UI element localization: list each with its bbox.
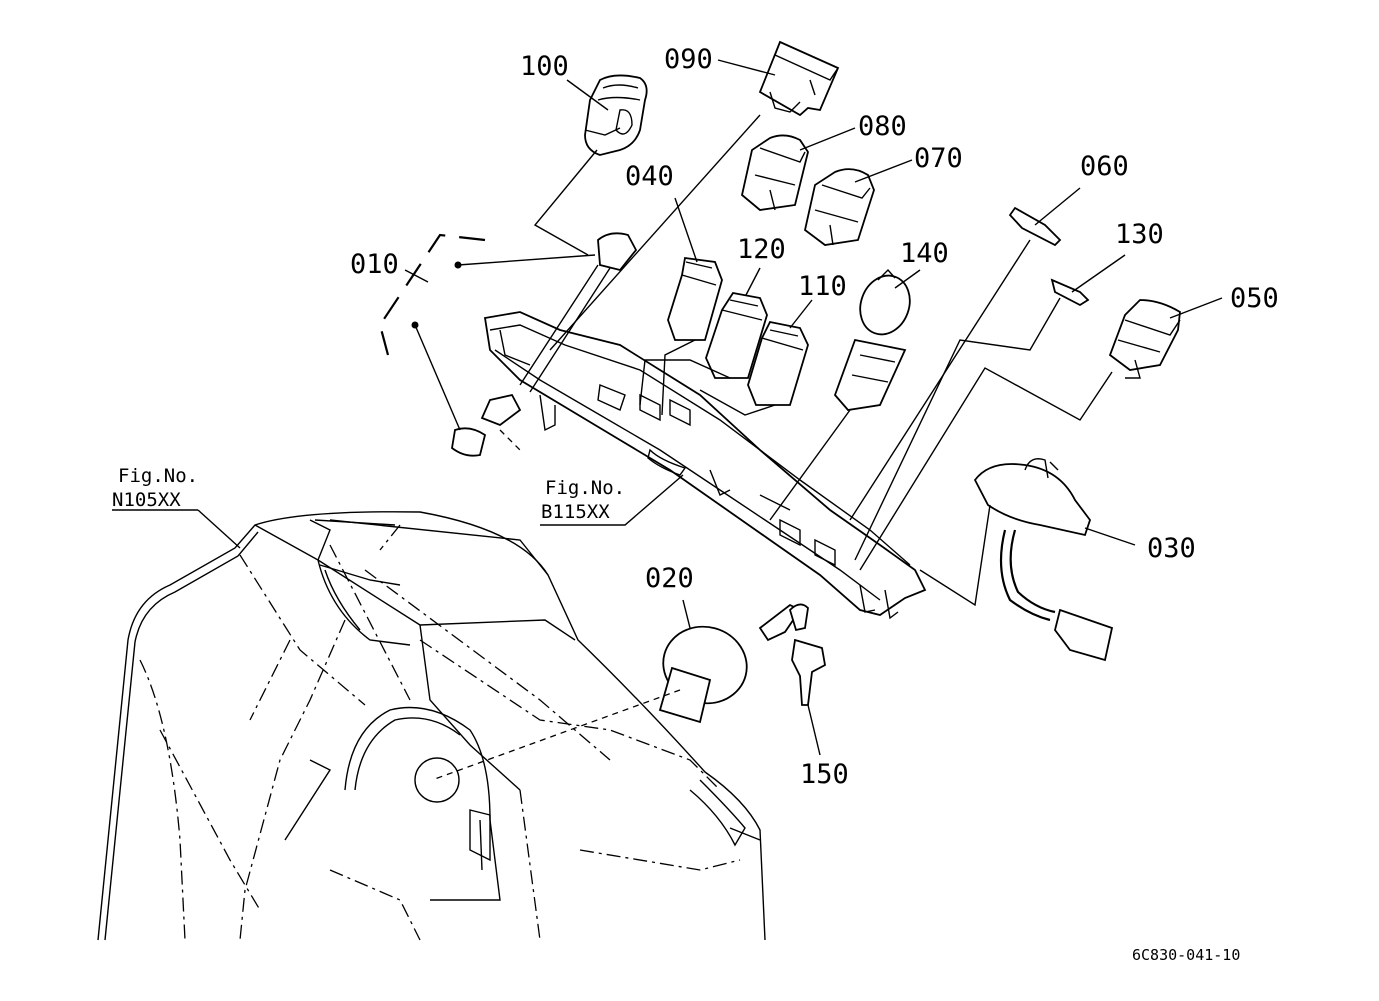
figure-reference-number: B115XX: [541, 501, 610, 523]
part-label-040: 040: [625, 161, 674, 192]
component-150: [758, 603, 826, 706]
component-060: [1008, 206, 1062, 247]
part-label-010: 010: [350, 249, 399, 280]
part-label-110: 110: [798, 271, 847, 302]
part-label-140: 140: [900, 238, 949, 269]
component-070: [803, 168, 875, 246]
component-100: [584, 74, 648, 156]
component-120: [705, 292, 768, 379]
component-090: [758, 40, 840, 117]
component-050: [1108, 299, 1181, 379]
part-label-080: 080: [858, 111, 907, 142]
figure-reference-n105xx: Fig.No. N105XX: [112, 465, 198, 511]
part-label-090: 090: [664, 44, 713, 75]
component-080: [741, 134, 809, 211]
part-label-060: 060: [1080, 151, 1129, 182]
part-label-100: 100: [520, 51, 569, 82]
figure-reference-caption: Fig.No.: [545, 477, 625, 499]
component-010: [451, 232, 638, 457]
drawing-code: 6C830-041-10: [1132, 946, 1240, 964]
switch-bracket-drawing: [483, 311, 927, 620]
figure-reference-caption: Fig.No.: [118, 465, 198, 487]
part-label-070: 070: [914, 143, 963, 174]
figure-reference-b115xx: Fig.No. B115XX: [541, 477, 625, 523]
part-label-020: 020: [645, 563, 694, 594]
figure-reference-number: N105XX: [112, 489, 181, 511]
dashboard-panel-drawing: [97, 511, 766, 941]
part-label-150: 150: [800, 759, 849, 790]
part-label-130: 130: [1115, 219, 1164, 250]
part-label-050: 050: [1230, 283, 1279, 314]
part-label-120: 120: [737, 234, 786, 265]
component-040: [667, 256, 723, 341]
leader-lines: [112, 59, 1223, 781]
component-030: [973, 458, 1114, 662]
part-label-030: 030: [1147, 533, 1196, 564]
component-140: [833, 268, 911, 411]
component-020: [658, 625, 748, 724]
